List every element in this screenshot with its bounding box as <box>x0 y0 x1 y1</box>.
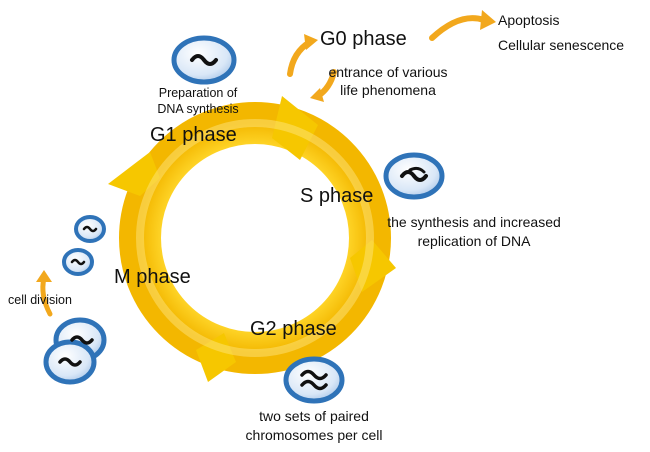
cycle-arrowhead-top <box>272 96 318 160</box>
g0-phase-label: G0 phase <box>320 28 407 50</box>
s-description-line1: the synthesis and increased <box>387 214 561 230</box>
g2-description-line2: chromosomes per cell <box>245 427 383 443</box>
daughter-cell-icon-upper <box>74 215 106 243</box>
replicating-chromosome-cell-icon <box>383 152 445 200</box>
to-g0-arrowhead <box>304 34 318 50</box>
from-g0-arrowhead <box>310 88 324 102</box>
g1-description-line2: DNA synthesis <box>157 102 239 116</box>
s-phase-label: S phase <box>300 185 374 207</box>
cycle-arrowhead-right <box>350 240 396 292</box>
g0-outcome-arrowhead <box>480 10 496 30</box>
m-phase-label: M phase <box>114 266 191 288</box>
cycle-arrow-icon <box>108 96 396 382</box>
cellular-senescence-label: Cellular senescence <box>498 37 625 53</box>
g2-phase-label: G2 phase <box>250 318 337 340</box>
daughter-cell-icon-lower <box>62 248 94 276</box>
cycle-ring <box>119 102 391 374</box>
g1-description-line1: Preparation of <box>158 86 238 100</box>
cycle-ring-highlight <box>136 119 374 357</box>
cell-division-label: cell division <box>8 293 72 307</box>
apoptosis-label: Apoptosis <box>498 12 560 28</box>
cycle-arrowhead-bottom <box>196 333 236 382</box>
g1-phase-label: G1 phase <box>150 124 237 146</box>
cycle-arrowhead-left <box>108 152 160 196</box>
paired-chromosome-cell-icon <box>283 356 345 404</box>
g0-entrance-line2: life phenomena <box>340 82 436 98</box>
g0-outcome-arrow <box>429 15 487 41</box>
g2-description-line1: two sets of paired <box>259 408 369 424</box>
single-chromosome-cell-icon <box>171 35 237 85</box>
s-description-line2: replication of DNA <box>417 233 531 249</box>
cell-division-arrowhead <box>36 270 52 282</box>
g0-entrance-line1: entrance of various <box>328 64 448 80</box>
dividing-cell-icon <box>43 317 107 385</box>
